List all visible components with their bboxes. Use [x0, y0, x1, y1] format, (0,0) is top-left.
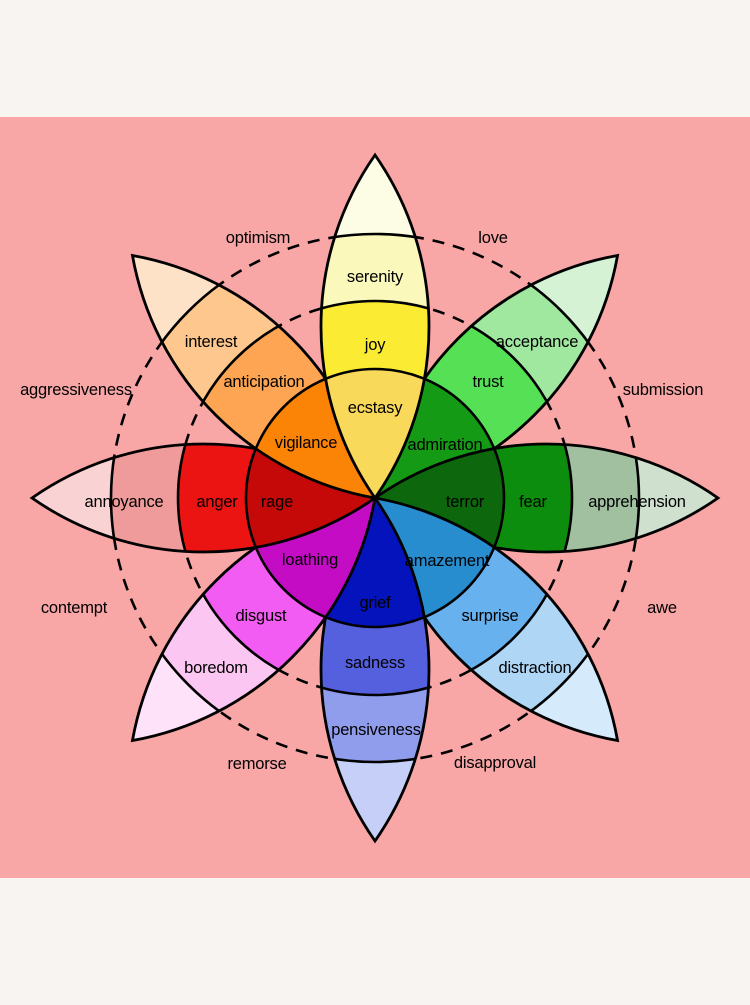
label-anticipation-band-0: interest [185, 333, 238, 351]
band-boundary-arc [244, 367, 414, 537]
label-sadness-band-1: sadness [345, 654, 405, 672]
band-boundary-arc [176, 459, 414, 697]
band-boundary-arc [320, 498, 430, 629]
label-fear-band-2: terror [446, 493, 485, 511]
label-surprise-band-2: amazement [405, 552, 490, 570]
band-boundary-arc [320, 498, 430, 697]
petal-anger [29, 442, 378, 554]
label-disgust-band-1: disgust [236, 607, 287, 625]
band-boundary-arc [336, 459, 506, 629]
dyad-label-4: disapproval [454, 754, 536, 772]
label-anticipation-band-2: vigilance [275, 434, 337, 452]
band-boundary-arc [176, 299, 414, 537]
label-anger-band-1: anger [196, 493, 238, 511]
band-boundary-arc [336, 232, 641, 537]
dyad-label-2: submission [623, 381, 704, 399]
label-joy-band-1: joy [364, 336, 386, 354]
dyad-label-7: aggressiveness [20, 381, 132, 399]
label-fear-band-0: apprehension [588, 493, 686, 511]
petal-joy [319, 152, 431, 501]
dyad-label-6: contempt [41, 599, 108, 617]
labels: serenity joy ecstasy acceptance trust admirat… [20, 229, 703, 773]
dyad-label-0: optimism [226, 229, 290, 247]
dyad-label-1: love [478, 229, 507, 247]
band-boundary-arc [244, 443, 375, 553]
label-anticipation-band-1: anticipation [223, 373, 304, 391]
band-boundary-arc [244, 459, 414, 629]
label-trust-band-0: acceptance [496, 333, 578, 351]
band-boundary-arc [336, 459, 641, 764]
label-trust-band-1: trust [472, 373, 504, 391]
label-anger-band-2: rage [261, 493, 293, 511]
band-boundary-arc [375, 443, 574, 553]
label-sadness-band-2: grief [359, 594, 391, 612]
petal-joy-outline [319, 152, 431, 501]
band-boundary-arc [336, 459, 574, 697]
band-boundary-arc [375, 443, 506, 553]
label-joy-band-2: ecstasy [348, 399, 403, 417]
band-boundary-arc [109, 459, 414, 764]
band-boundary-arc [320, 232, 430, 498]
label-joy-band-0: serenity [347, 268, 404, 286]
band-boundary-arc [109, 232, 414, 537]
band-boundary-arc [176, 443, 375, 553]
label-trust-band-2: admiration [407, 436, 482, 454]
band-boundary-arc [336, 367, 506, 537]
petal-sadness [319, 495, 431, 844]
band-boundary-arc [109, 443, 375, 553]
label-disgust-band-0: boredom [184, 659, 248, 677]
label-disgust-band-2: loathing [282, 551, 338, 569]
dyad-label-5: remorse [227, 755, 286, 773]
label-anger-band-0: annoyance [85, 493, 164, 511]
band-boundary-arc [336, 299, 574, 537]
band-boundary-arc [320, 498, 430, 764]
label-surprise-band-1: surprise [461, 607, 518, 625]
label-sadness-band-0: pensiveness [331, 721, 421, 739]
band-boundary-arc [320, 299, 430, 498]
band-boundary-arc [320, 367, 430, 498]
label-surprise-band-0: distraction [498, 659, 571, 677]
label-fear-band-1: fear [519, 493, 547, 511]
dyad-label-3: awe [647, 599, 677, 617]
band-boundary-arc [375, 443, 641, 553]
